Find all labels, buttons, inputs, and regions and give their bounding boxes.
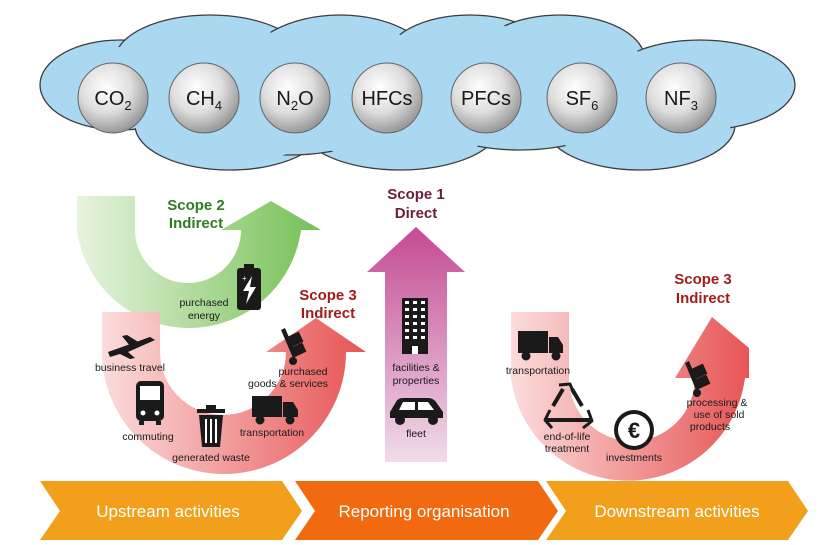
gas-label: N bbox=[276, 88, 290, 110]
gas-bubble: NF3 bbox=[645, 62, 717, 134]
gas-label: SF bbox=[566, 88, 592, 110]
gas-label: PFCs bbox=[461, 88, 511, 110]
purchased-goods-label: purchased bbox=[278, 366, 327, 378]
activity-bar: Upstream activities Reporting organisati… bbox=[40, 481, 808, 540]
gas-label: CO bbox=[94, 88, 124, 110]
end-of-life-label-2: treatment bbox=[545, 443, 589, 455]
airplane-icon bbox=[108, 335, 155, 359]
svg-text:SF6: SF6 bbox=[566, 88, 599, 113]
gas-subscript: 3 bbox=[691, 98, 698, 113]
bus-icon bbox=[136, 381, 164, 425]
truck-icon bbox=[252, 396, 298, 425]
gas-bubble: N2O bbox=[259, 62, 331, 134]
gas-label: NF bbox=[664, 88, 691, 110]
scope3-downstream-subtitle: Indirect bbox=[676, 290, 730, 307]
generated-waste-label: generated waste bbox=[172, 452, 250, 464]
trash-bin-icon bbox=[197, 405, 225, 447]
reporting-chevron bbox=[295, 481, 558, 540]
gas-bubble: PFCs bbox=[450, 62, 522, 134]
fleet-label: fleet bbox=[406, 428, 426, 440]
scope1-title: Scope 1 bbox=[387, 186, 445, 203]
purchased-goods-label-2: goods & services bbox=[248, 378, 328, 390]
gas-label: CH bbox=[186, 88, 215, 110]
transportation-downstream-label: transportation bbox=[506, 365, 570, 377]
scope3-downstream-arrow bbox=[511, 312, 749, 481]
svg-text:CO2: CO2 bbox=[94, 88, 131, 113]
gas-label: HFCs bbox=[361, 88, 412, 110]
scope3-upstream-title: Scope 3 bbox=[299, 287, 357, 304]
scope2-subtitle: Indirect bbox=[169, 215, 223, 232]
svg-text:CH4: CH4 bbox=[186, 88, 222, 113]
processing-label: processing & bbox=[687, 397, 748, 409]
scope3-upstream-subtitle: Indirect bbox=[301, 305, 355, 322]
gas-bubble: SF6 bbox=[546, 62, 618, 134]
purchased-energy-label: purchased bbox=[179, 297, 228, 309]
processing-label-2: use of sold bbox=[694, 409, 745, 421]
upstream-chevron bbox=[40, 481, 302, 540]
scope1-subtitle: Direct bbox=[395, 205, 438, 222]
svg-text:+: + bbox=[242, 274, 247, 283]
gas-bubble: HFCs bbox=[351, 62, 423, 134]
purchased-energy-label-2: energy bbox=[188, 310, 221, 322]
gas-subscript: 2 bbox=[124, 98, 131, 113]
car-icon bbox=[390, 398, 443, 425]
processing-label-3: products bbox=[690, 421, 730, 433]
building-icon bbox=[402, 298, 428, 354]
svg-text:N2O: N2O bbox=[276, 88, 313, 113]
gas-subscript: 6 bbox=[591, 98, 598, 113]
facilities-label: facilities & bbox=[392, 362, 439, 374]
gas-subscript: 2 bbox=[291, 98, 298, 113]
gas-subscript: 4 bbox=[215, 98, 222, 113]
upstream-label: Upstream activities bbox=[96, 502, 240, 521]
battery-icon: + bbox=[237, 264, 261, 310]
gas-bubble: CO2 bbox=[77, 62, 149, 134]
hand-truck-icon bbox=[281, 328, 307, 365]
transportation-upstream-label: transportation bbox=[240, 427, 304, 439]
reporting-label: Reporting organisation bbox=[338, 502, 509, 521]
investments-label: investments bbox=[606, 452, 662, 464]
scope3-downstream-title: Scope 3 bbox=[674, 271, 732, 288]
gas-bubble: CH4 bbox=[168, 62, 240, 134]
facilities-label-2: properties bbox=[393, 375, 440, 387]
recycle-icon bbox=[543, 382, 594, 430]
scope2-title: Scope 2 bbox=[167, 197, 225, 214]
gas-list: CO2 CH4 N2O HFCs PFCs SF6 NF3 bbox=[77, 62, 717, 134]
svg-text:€: € bbox=[628, 418, 640, 443]
downstream-chevron bbox=[546, 481, 808, 540]
hand-truck-icon-downstream bbox=[685, 361, 711, 397]
svg-text:NF3: NF3 bbox=[664, 88, 698, 113]
end-of-life-label: end-of-life bbox=[544, 431, 591, 443]
commuting-label: commuting bbox=[122, 431, 174, 443]
downstream-label: Downstream activities bbox=[594, 502, 759, 521]
euro-coin-icon: € bbox=[614, 410, 654, 450]
gas-label-tail: O bbox=[298, 88, 314, 110]
truck-icon-downstream bbox=[518, 331, 563, 361]
business-travel-label: business travel bbox=[95, 362, 165, 374]
